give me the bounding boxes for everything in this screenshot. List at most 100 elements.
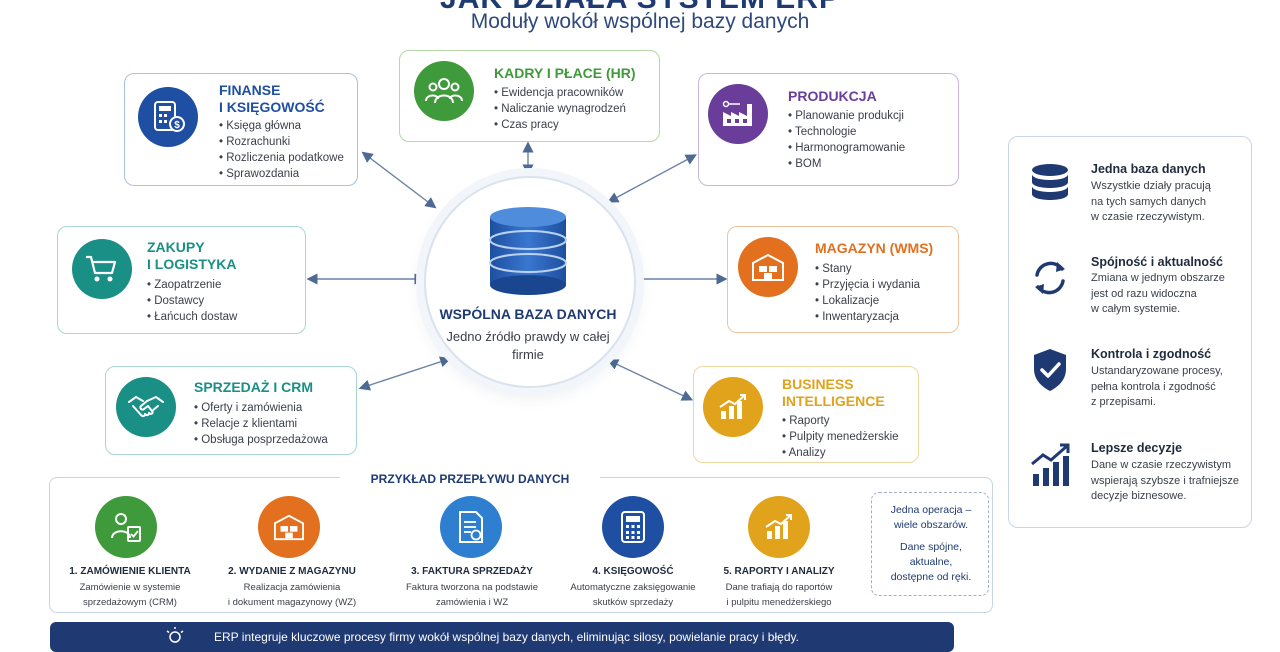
module-sprzedaz-list: Oferty i zamówienia Relacje z klientami … <box>194 400 328 448</box>
warehouse-icon <box>738 237 798 297</box>
calculator-icon: $ <box>138 87 198 147</box>
sync-icon <box>1035 261 1065 295</box>
list-item: Ewidencja pracowników <box>494 85 626 101</box>
benefit-text-line: Ustandaryzowane procesy, <box>1091 365 1223 377</box>
module-zakupy-title: ZAKUPY I LOGISTYKA <box>147 239 236 273</box>
module-finanse-title-line2: I KSIĘGOWOŚĆ <box>219 99 325 115</box>
list-item: Księga główna <box>219 118 344 134</box>
page-subtitle: Moduły wokół wspólnej bazy danych <box>470 10 810 33</box>
bar-chart-icon <box>703 377 763 437</box>
team-icon <box>414 61 474 121</box>
module-finanse-title-line1: FINANSE <box>219 82 281 98</box>
module-bi-title-line2: INTELLIGENCE <box>782 393 885 409</box>
flow-step-desc-line: sprzedażowym (CRM) <box>83 597 177 608</box>
list-item: Oferty i zamówienia <box>194 400 328 416</box>
list-item: Harmonogramowanie <box>788 140 905 156</box>
flow-step-desc: Realizacja zamówienia i dokument magazyn… <box>207 580 377 610</box>
module-kadry[interactable]: KADRY I PŁACE (HR) Ewidencja pracowników… <box>399 50 660 142</box>
module-bi[interactable]: BUSINESS INTELLIGENCE Raporty Pulpity me… <box>693 366 919 463</box>
arrow-bi <box>606 359 694 401</box>
list-item: Dostawcy <box>147 293 237 309</box>
list-item: Obsługa posprzedażowa <box>194 432 328 448</box>
benefits-panel: Jedna baza danych Wszystkie działy pracu… <box>1008 136 1252 528</box>
handshake-icon <box>116 377 176 437</box>
benefit-text-line: w całym systemie. <box>1091 303 1181 315</box>
list-item: BOM <box>788 156 905 172</box>
svg-text:$: $ <box>174 120 180 131</box>
list-item: Pulpity menedżerskie <box>782 429 898 445</box>
database-icon <box>1032 164 1068 200</box>
flow-note-line: Jedna operacja – <box>890 504 972 516</box>
benefit-text: Dane w czasie rzeczywistym wspierają szy… <box>1091 458 1251 505</box>
flow-step-desc-line: zamówienia i WZ <box>435 597 509 608</box>
benefit-title: Kontrola i zgodność <box>1091 347 1212 361</box>
data-flow-title: PRZYKŁAD PRZEPŁYWU DANYCH <box>340 472 600 486</box>
flow-step-desc: Automatyczne zaksięgowanie skutków sprze… <box>548 580 718 610</box>
benefit-title: Jedna baza danych <box>1091 162 1206 176</box>
list-item: Inwentaryzacja <box>815 309 920 325</box>
lightbulb-icon <box>166 627 184 643</box>
module-magazyn-list: Stany Przyjęcia i wydania Lokalizacje In… <box>815 261 920 325</box>
list-item: Planowanie produkcji <box>788 108 905 124</box>
flow-note-line: dostępne od ręki. <box>890 571 972 583</box>
benefit-text-line: z przepisami. <box>1091 396 1156 408</box>
flow-step-title: 2. WYDANIE Z MAGAZYNU <box>228 566 356 577</box>
shopping-cart-icon <box>72 239 132 299</box>
module-produkcja[interactable]: PRODUKCJA Planowanie produkcji Technolog… <box>698 73 959 186</box>
module-kadry-title: KADRY I PŁACE (HR) <box>494 65 636 81</box>
module-kadry-list: Ewidencja pracowników Naliczanie wynagro… <box>494 85 626 133</box>
benefit-text-line: Wszystkie działy pracują <box>1091 180 1211 192</box>
list-item: Rozliczenia podatkowe <box>219 150 344 166</box>
flow-step-desc: Dane trafiają do raportów i pulpitu mene… <box>694 580 864 610</box>
flow-step-desc-line: Automatyczne zaksięgowanie <box>570 582 696 593</box>
benefit-text: Ustandaryzowane procesy, pełna kontrola … <box>1091 364 1251 411</box>
module-bi-title-line1: BUSINESS <box>782 376 854 392</box>
flow-note-box: Jedna operacja – wiele obszarów. Dane sp… <box>871 492 989 596</box>
benefit-title: Spójność i aktualność <box>1091 255 1223 269</box>
central-database-subtitle: Jedno źródło prawdy w całej firmie <box>446 329 610 362</box>
reports-chart-icon <box>748 496 810 558</box>
module-magazyn[interactable]: MAGAZYN (WMS) Stany Przyjęcia i wydania … <box>727 226 959 333</box>
flow-step-desc-line: i pulpitu menedżerskiego <box>726 597 832 608</box>
benefit-text-line: w czasie rzeczywistym. <box>1091 211 1205 223</box>
module-zakupy-title-line1: ZAKUPY <box>147 239 205 255</box>
list-item: Technologie <box>788 124 905 140</box>
module-sprzedaz[interactable]: SPRZEDAŻ I CRM Oferty i zamówienia Relac… <box>105 366 357 455</box>
benefit-text-line: wspierają szybsze i trafniejsze <box>1091 474 1239 487</box>
list-item: Rozrachunki <box>219 134 344 150</box>
flow-step-desc-line: Faktura tworzona na podstawie <box>405 582 539 593</box>
data-flow-section <box>49 477 993 613</box>
arrow-produkcja <box>607 154 697 203</box>
module-finanse-title: FINANSE I KSIĘGOWOŚĆ <box>219 82 325 116</box>
benefit-text: Wszystkie działy pracują na tych samych … <box>1091 179 1251 226</box>
module-produkcja-list: Planowanie produkcji Technologie Harmono… <box>788 108 905 172</box>
chart-up-icon <box>1031 443 1070 486</box>
flow-step-title: 3. FAKTURA SPRZEDAŻY <box>411 566 533 577</box>
benefit-text: Zmiana w jednym obszarze jest od razu wi… <box>1091 271 1251 318</box>
module-sprzedaz-title: SPRZEDAŻ I CRM <box>194 379 313 395</box>
list-item: Naliczanie wynagrodzeń <box>494 101 626 117</box>
list-item: Relacje z klientami <box>194 416 328 432</box>
list-item: Sprawozdania <box>219 166 344 182</box>
module-produkcja-title: PRODUKCJA <box>788 88 877 104</box>
module-finanse[interactable]: $ FINANSE I KSIĘGOWOŚĆ Księga główna Roz… <box>124 73 358 186</box>
module-zakupy[interactable]: ZAKUPY I LOGISTYKA Zaopatrzenie Dostawcy… <box>57 226 306 334</box>
module-bi-title: BUSINESS INTELLIGENCE <box>782 376 885 410</box>
flow-note-line: aktualne, <box>909 556 953 568</box>
benefit-text-line: na tych samych danych <box>1091 195 1206 208</box>
arrow-sprzedaz <box>358 356 452 391</box>
module-zakupy-list: Zaopatrzenie Dostawcy Łańcuch dostaw <box>147 277 237 325</box>
list-item: Zaopatrzenie <box>147 277 237 293</box>
flow-step-desc-line: Dane trafiają do raportów <box>725 582 833 593</box>
module-magazyn-title: MAGAZYN (WMS) <box>815 240 934 256</box>
list-item: Łańcuch dostaw <box>147 309 237 325</box>
flow-step-desc-line: skutków sprzedaży <box>592 597 674 608</box>
footer-text: ERP integruje kluczowe procesy firmy wok… <box>214 630 799 644</box>
flow-step-desc: Zamówienie w systemie sprzedażowym (CRM) <box>45 580 215 610</box>
shield-check-icon <box>1034 349 1066 391</box>
module-finanse-list: Księga główna Rozrachunki Rozliczenia po… <box>219 118 344 182</box>
list-item: Czas pracy <box>494 117 626 133</box>
customer-order-icon <box>95 496 157 558</box>
list-item: Stany <box>815 261 920 277</box>
benefit-text-line: decyzje biznesowe. <box>1091 490 1187 502</box>
